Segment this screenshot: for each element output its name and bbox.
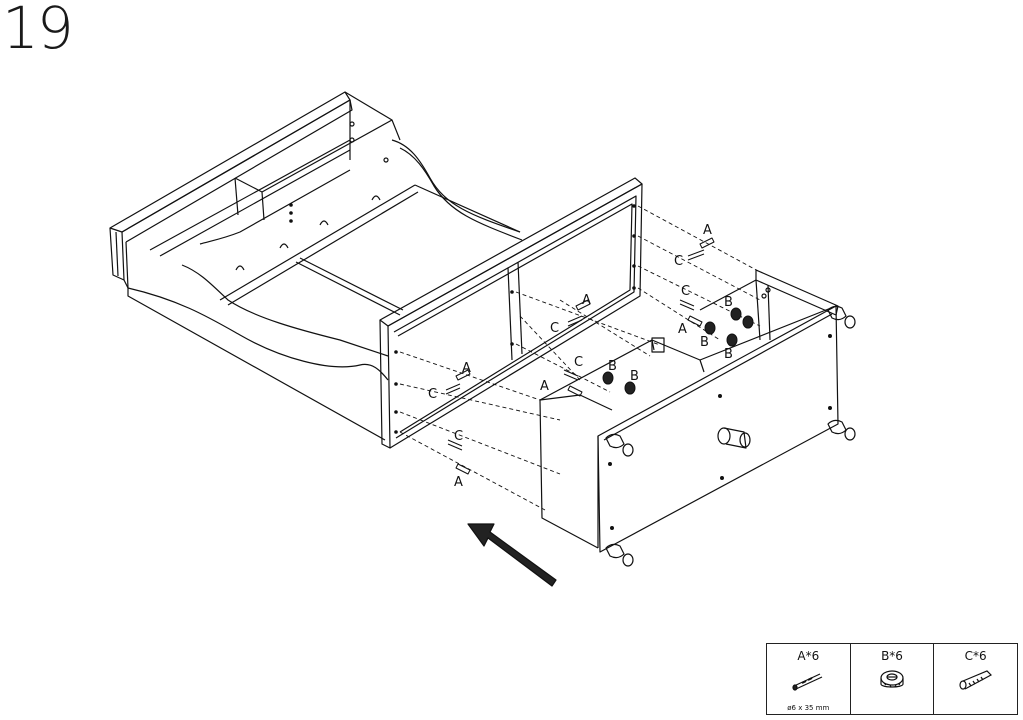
- part-cell-c: C*6: [934, 644, 1017, 714]
- castor-wheel: [605, 543, 634, 567]
- label-a: A: [540, 379, 549, 394]
- dowel-icon: [792, 673, 823, 691]
- callout-labels: A C C B A B B A C C B B A A C C A: [428, 223, 733, 490]
- storage-box: [539, 269, 856, 567]
- label-b: B: [700, 335, 709, 350]
- part-title: A*6: [797, 649, 820, 663]
- part-cell-b: B*6: [851, 644, 935, 714]
- part-cell-a: A*6 ø6 x 35 mm: [767, 644, 851, 714]
- label-c: C: [574, 355, 583, 370]
- label-c: C: [674, 254, 683, 269]
- parts-table: A*6 ø6 x 35 mm B*6 C*6: [766, 643, 1018, 715]
- castor-wheel: [827, 419, 856, 441]
- label-c: C: [681, 284, 690, 299]
- label-b: B: [630, 369, 639, 384]
- label-c: C: [550, 321, 559, 336]
- label-c: C: [454, 429, 463, 444]
- label-b: B: [608, 359, 617, 374]
- cam-bolt-icon: [959, 670, 992, 690]
- label-a: A: [462, 361, 471, 376]
- guide-lines: [399, 205, 761, 511]
- part-title: B*6: [881, 649, 903, 663]
- label-b: B: [724, 347, 733, 362]
- label-a: A: [703, 223, 712, 238]
- part-size: ø6 x 35 mm: [787, 704, 830, 712]
- castor-wheel: [605, 433, 634, 457]
- step-number: 19: [2, 0, 74, 62]
- part-title: C*6: [964, 649, 987, 663]
- label-b: B: [724, 295, 733, 310]
- castor-wheel: [827, 305, 856, 329]
- label-a: A: [678, 322, 687, 337]
- cam-lock-icon: [880, 670, 904, 688]
- direction-arrow: [467, 523, 557, 587]
- label-a: A: [454, 475, 463, 490]
- label-c: C: [428, 387, 437, 402]
- label-a: A: [582, 293, 591, 308]
- hardware-pieces: [445, 237, 754, 475]
- bed-frame: [109, 91, 523, 441]
- foot-panel: [379, 177, 643, 449]
